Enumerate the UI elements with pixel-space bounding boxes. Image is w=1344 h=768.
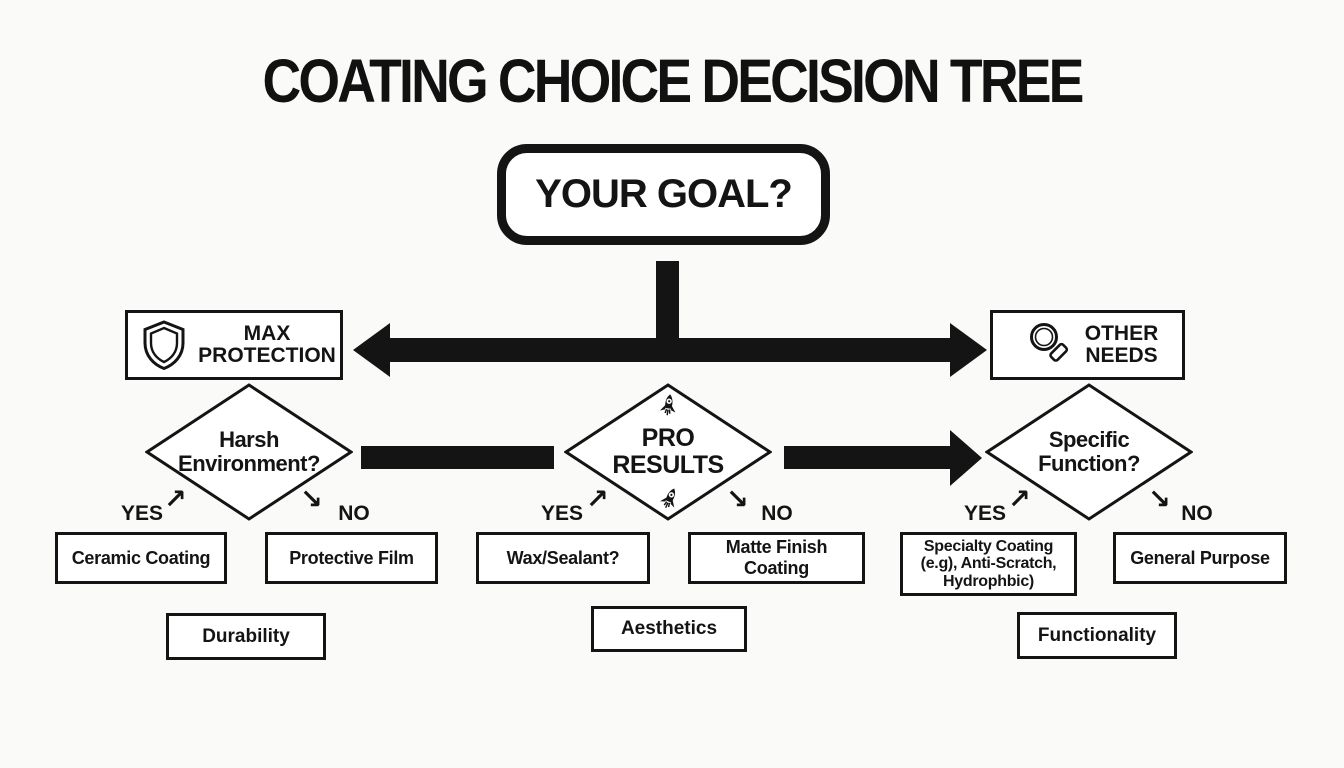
no-arrow-icon: ↘ [300, 484, 323, 515]
yes-arrow-icon: ↗ [1008, 484, 1031, 515]
yes-arrow-icon: ↗ [164, 484, 187, 515]
result-label: Ceramic Coating [71, 547, 211, 568]
diamond2-to-diamond3-arrow-head [950, 430, 982, 486]
split-arrow-left-head [353, 323, 390, 377]
result-protective-film: Protective Film [265, 532, 438, 584]
diamond2-to-diamond3-arrow-shaft [784, 446, 956, 469]
result-label: Matte Finish Coating [725, 537, 828, 578]
result-general-purpose: General Purpose [1113, 532, 1287, 584]
decision-harsh-environment-label: Harsh Environment? [178, 426, 320, 476]
no-label-2: NO [761, 502, 793, 525]
result-ceramic-coating: Ceramic Coating [55, 532, 227, 584]
split-arrow-right-head [950, 323, 987, 377]
no-arrow-icon: ↘ [726, 484, 749, 515]
no-label-3: NO [1181, 502, 1213, 525]
category-label: Functionality [1037, 624, 1157, 646]
decision-specific-function-label: Specific Function? [1038, 426, 1140, 476]
root-node-label: YOUR GOAL? [535, 172, 793, 216]
decision-pro-results-label: PRO RESULTS [612, 423, 724, 479]
category-label: Durability [202, 625, 290, 647]
magnifier-icon [1025, 320, 1075, 370]
diamond-outline [985, 383, 1193, 521]
yes-label-1: YES [120, 502, 164, 525]
result-matte-finish-coating: Matte Finish Coating [688, 532, 865, 584]
shield-icon [140, 319, 188, 371]
branch-max-protection-label: MAX PROTECTION [198, 321, 336, 367]
branch-other-needs: OTHER NEEDS [990, 310, 1185, 380]
result-specialty-coating: Specialty Coating (e.g), Anti-Scratch, H… [900, 532, 1077, 596]
category-aesthetics: Aesthetics [591, 606, 747, 652]
result-label: Specialty Coating (e.g), Anti-Scratch, H… [920, 537, 1057, 590]
decision-pro-results: PRO RESULTS [564, 383, 772, 521]
branch-other-needs-label: OTHER NEEDS [1084, 321, 1159, 367]
yes-label-2: YES [540, 502, 584, 525]
result-wax-sealant: Wax/Sealant? [476, 532, 650, 584]
result-label: General Purpose [1130, 547, 1270, 568]
root-vertical-connector [656, 261, 679, 356]
split-arrow-shaft [378, 338, 966, 362]
diamond-outline [564, 383, 772, 521]
yes-arrow-icon: ↗ [586, 484, 609, 515]
no-label-1: NO [338, 502, 370, 525]
decision-specific-function: Specific Function? [985, 383, 1193, 521]
diamond-outline [145, 383, 353, 521]
category-functionality: Functionality [1017, 612, 1177, 659]
rocket-icon [651, 483, 685, 522]
result-label: Wax/Sealant? [506, 547, 620, 568]
yes-label-3: YES [963, 502, 1007, 525]
decision-harsh-environment: Harsh Environment? [145, 383, 353, 521]
rocket-icon [655, 392, 681, 428]
category-label: Aesthetics [620, 618, 718, 639]
branch-max-protection: MAX PROTECTION [125, 310, 343, 380]
diamond1-to-diamond2-bar [361, 446, 554, 469]
root-node-your-goal: YOUR GOAL? [497, 144, 830, 245]
page-title: COATING CHOICE DECISION TREE [262, 47, 1084, 117]
category-durability: Durability [166, 613, 326, 660]
no-arrow-icon: ↘ [1148, 484, 1171, 515]
result-label: Protective Film [289, 547, 414, 568]
